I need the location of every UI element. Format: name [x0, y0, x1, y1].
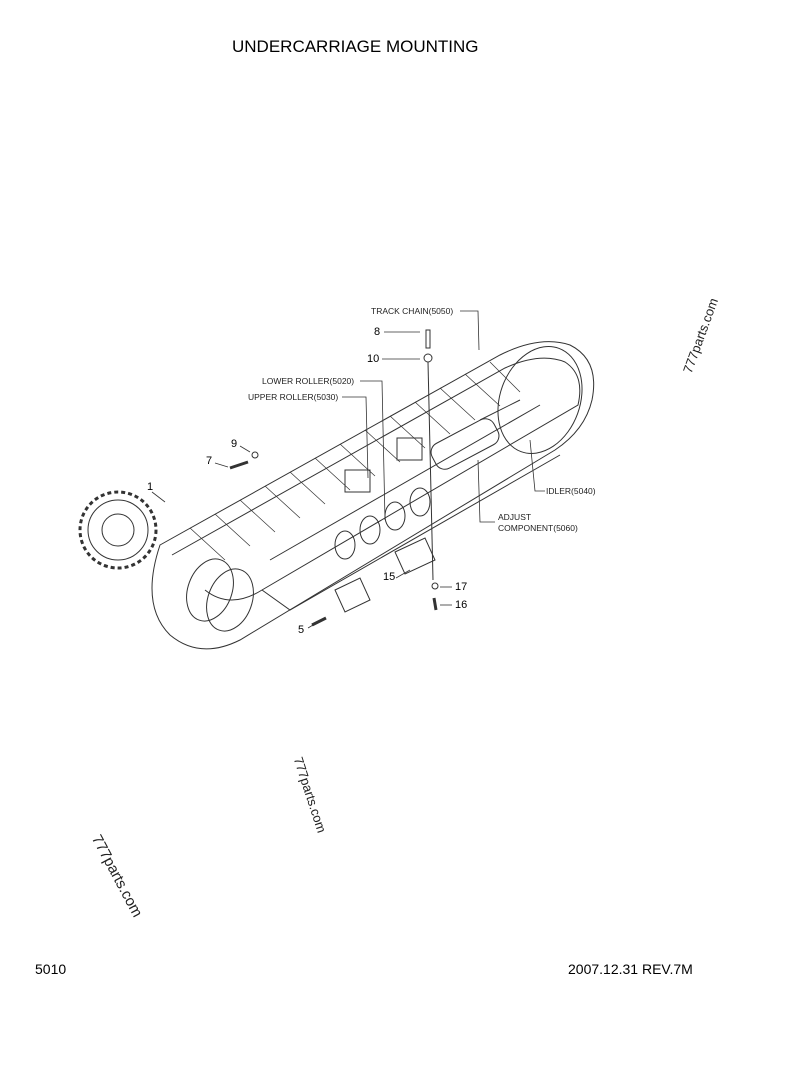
callout-idler: IDLER(5040)	[546, 486, 596, 496]
washer	[423, 353, 433, 363]
callout-lower-roller: LOWER ROLLER(5020)	[262, 376, 355, 386]
callout-adjust-2: COMPONENT(5060)	[498, 523, 578, 533]
leader-lines	[151, 310, 545, 629]
page-title: UNDERCARRIAGE MOUNTING	[232, 37, 479, 56]
final-drive	[206, 568, 254, 632]
bolt	[425, 329, 431, 349]
adjust-spring	[430, 399, 521, 470]
upper-roller	[344, 469, 371, 493]
track-guard	[394, 537, 436, 575]
page-number: 5010	[35, 961, 67, 977]
part-number: 1	[147, 481, 154, 493]
bolt	[229, 460, 249, 470]
part-number: 10	[367, 353, 380, 365]
upper-roller	[396, 437, 423, 461]
track-chain	[151, 341, 595, 650]
callout-adjust-1: ADJUST	[498, 512, 532, 522]
part-number: 7	[206, 455, 213, 467]
sprocket	[78, 490, 158, 570]
bolt	[432, 597, 438, 611]
part-number: 5	[298, 624, 305, 636]
part-number: 15	[383, 571, 396, 583]
washer	[251, 451, 259, 459]
track-guard	[334, 577, 371, 613]
revision: 2007.12.31 REV.7M	[568, 961, 693, 977]
part-number: 9	[231, 438, 238, 450]
lower-rollers	[334, 487, 431, 560]
part-number: 17	[455, 581, 468, 593]
callout-upper-roller: UPPER ROLLER(5030)	[248, 392, 339, 402]
washer	[431, 582, 439, 590]
part-number: 8	[374, 326, 381, 338]
part-number: 16	[455, 599, 468, 611]
idler	[497, 346, 583, 454]
callout-track-chain: TRACK CHAIN(5050)	[371, 306, 454, 316]
